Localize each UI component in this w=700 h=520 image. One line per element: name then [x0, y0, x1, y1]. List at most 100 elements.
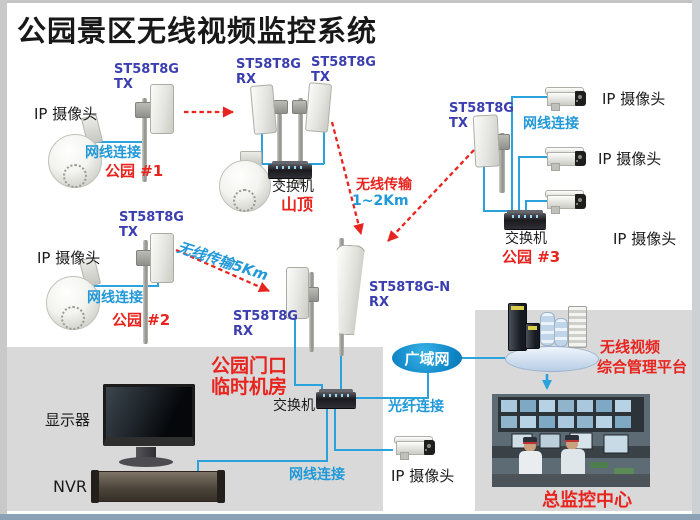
wireless-park2-to-receiver	[175, 248, 270, 293]
park3-camera-3	[545, 190, 587, 214]
monitor-label: 显示器	[45, 411, 91, 429]
model-text: ST58T8G	[449, 101, 514, 116]
cable-park3	[483, 96, 549, 213]
cable-switch-to-camera	[334, 408, 393, 451]
gate-cable-label: 网线连接	[289, 467, 345, 483]
model-text: ST58T8G	[114, 62, 179, 77]
park1-cable-label: 网线连接	[85, 145, 141, 161]
camera-ir-led	[578, 155, 582, 159]
park2-antenna	[150, 233, 174, 283]
video-wall-screens	[501, 400, 631, 428]
wireless-hilltop-to-receiver	[330, 121, 364, 235]
mode-text: RX	[236, 71, 257, 87]
model-text: ST58T8G	[233, 309, 298, 324]
database-cylinders-1	[540, 312, 555, 346]
park1-antenna-pole	[142, 98, 147, 182]
model-text: ST58T8G	[311, 55, 376, 70]
control-center-label: 总监控中心	[542, 490, 632, 511]
park2-camera-label: IP 摄像头	[37, 249, 101, 267]
park3-camera2-label: IP 摄像头	[598, 150, 662, 168]
receiver-rx-antenna	[286, 267, 309, 319]
frame-top	[0, 0, 700, 3]
hilltop-antenna-rx	[249, 84, 278, 135]
park2-cable-label: 网线连接	[87, 290, 143, 306]
wan-label: 广域网	[404, 349, 450, 368]
hilltop-rx-label: ST58T8G RX	[236, 57, 301, 87]
model-text: ST58T8G-N	[369, 280, 451, 295]
hilltop-pole-right	[298, 98, 303, 185]
park1-dome-lens	[63, 164, 87, 188]
park2-antenna-label: ST58T8G TX	[119, 210, 184, 240]
receiver-rx-pole	[309, 272, 314, 352]
mode-text: TX	[114, 76, 133, 92]
park2-dome-lens	[61, 306, 85, 330]
cable-receivers-to-switch	[294, 316, 342, 392]
park1-name: 公园 #1	[105, 162, 164, 180]
mode-text: RX	[369, 294, 390, 310]
gate-switch-label: 交换机	[273, 398, 315, 414]
page-title: 公园景区无线视频监控系统	[17, 14, 378, 48]
cable-wan-to-switch	[356, 372, 429, 399]
park1-antenna	[150, 84, 174, 134]
gate-room-line2: 临时机房	[211, 376, 288, 399]
control-room-photo	[492, 394, 650, 487]
gate-room-line1: 公园门口	[211, 355, 288, 377]
park3-cable-label: 网线连接	[523, 116, 579, 132]
camera-ir-led	[578, 95, 582, 99]
park3-camera1-label: IP 摄像头	[602, 90, 666, 108]
hilltop-dome-lens	[233, 189, 256, 212]
camera-mount	[551, 103, 560, 111]
frame-bottom	[0, 514, 700, 520]
gate-camera-label: IP 摄像头	[391, 467, 455, 485]
monitor-neck	[136, 447, 156, 458]
hilltop-antenna-tx	[304, 82, 333, 133]
park3-camera-2	[545, 147, 587, 171]
park3-camera3-label: IP 摄像头	[613, 230, 677, 248]
wireless-links	[175, 106, 475, 293]
wireless-hilltop-label: 无线传输	[356, 177, 412, 193]
frame-left	[0, 0, 7, 520]
monitor-screen	[103, 384, 195, 446]
nvr-label: NVR	[53, 477, 88, 496]
fiber-label: 光纤连接	[388, 399, 444, 415]
frame-right	[692, 0, 700, 520]
operators	[519, 435, 585, 481]
nvr-device	[91, 470, 225, 503]
park3-antenna-pole	[499, 133, 505, 193]
park3-camera-1	[545, 87, 587, 111]
cable-park2	[92, 276, 159, 287]
hilltop-bracket-right	[292, 100, 307, 114]
park2-name: 公园 #2	[112, 311, 171, 329]
mode-text: RX	[233, 323, 254, 339]
park1-camera-label: IP 摄像头	[34, 105, 98, 123]
model-text: ST58T8G	[236, 57, 301, 72]
mode-text: TX	[449, 115, 468, 131]
hilltop-switch-label: 交换机	[272, 179, 314, 195]
database-cylinders-2	[554, 318, 568, 347]
hilltop-name: 山顶	[281, 195, 314, 214]
park3-antenna-label: ST58T8G TX	[449, 101, 514, 131]
camera-mount	[551, 163, 560, 171]
server-tower-silver	[568, 306, 587, 348]
park3-switch	[504, 210, 546, 229]
platform-line2: 综合管理平台	[597, 357, 688, 376]
platform-label: 无线视频 综合管理平台	[597, 338, 688, 377]
hilltop-pole-left	[277, 100, 282, 185]
wireless-park3-to-receiver	[387, 149, 475, 242]
park3-name: 公园 #3	[502, 248, 561, 266]
park3-switch-label: 交换机	[505, 231, 547, 247]
hilltop-tx-label: ST58T8G TX	[311, 55, 376, 85]
park2-antenna-pole	[143, 240, 148, 344]
mode-text: TX	[119, 224, 138, 240]
gate-camera	[394, 436, 436, 460]
model-text: ST58T8G	[119, 210, 184, 225]
camera-ir-led	[427, 444, 431, 448]
wireless-hilltop-distance: 1~2Km	[352, 193, 409, 209]
gate-room-label: 公园门口 临时机房	[211, 355, 288, 399]
camera-ir-led	[578, 198, 582, 202]
camera-mount	[551, 206, 560, 214]
receiver-rx-label: ST58T8G RX	[233, 309, 298, 339]
park1-dome-camera	[48, 134, 102, 188]
cable-switch-to-nvr	[197, 408, 328, 473]
